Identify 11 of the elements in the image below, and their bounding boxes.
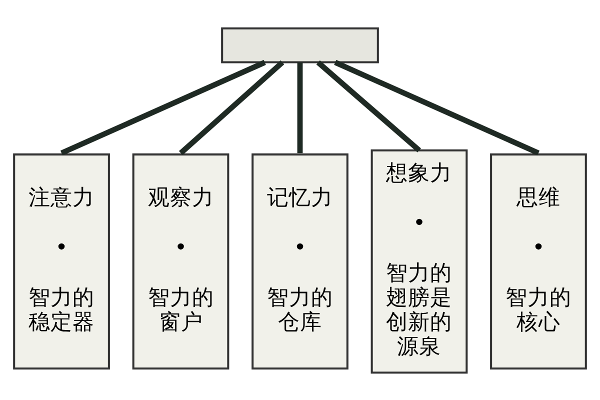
connector <box>60 59 266 156</box>
node-box: 想象力 • 智力的翅膀是创新的源泉 <box>370 148 468 374</box>
node-box: 观察力 • 智力的窗户 <box>132 152 230 370</box>
connector <box>316 60 422 152</box>
connector <box>178 60 284 155</box>
node-box <box>221 26 379 63</box>
node-box: 注意力 • 智力的稳定器 <box>13 152 110 370</box>
connector <box>297 62 303 153</box>
node-box: 思维 • 智力的核心 <box>490 152 587 370</box>
connector <box>334 59 540 156</box>
node-box: 记忆力 • 智力的仓库 <box>252 152 348 370</box>
